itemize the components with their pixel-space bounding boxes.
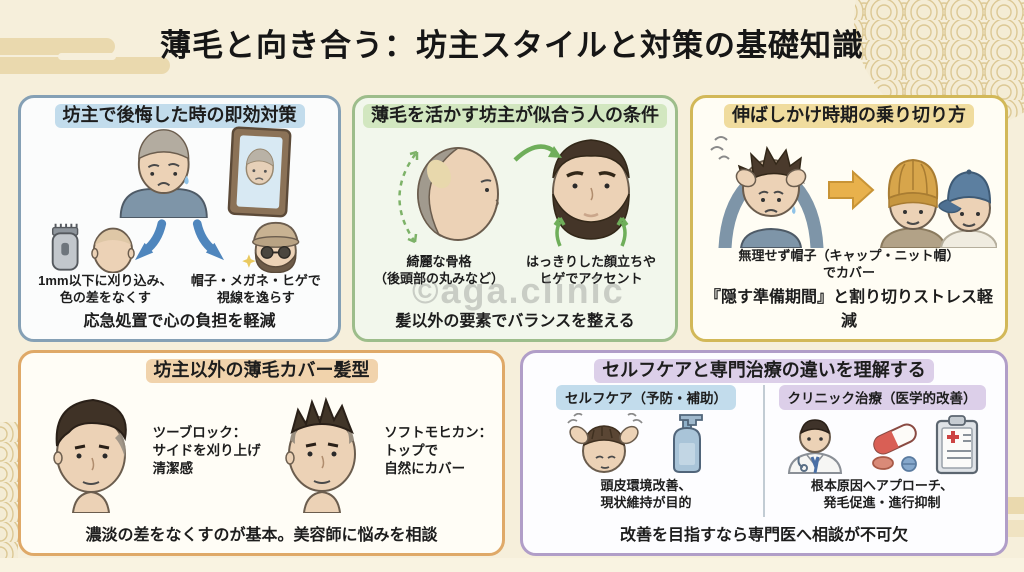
cap-man-illustration [938,169,997,248]
panel-growing-out-title: 伸ばしかけ時期の乗り切り方 [724,104,974,128]
cover-styles-caption-right: ソフトモヒカン： トップで 自然にカバー [384,424,493,476]
beanie-man-illustration [879,158,947,248]
suits-caption-right: はっきりした顔立ちや ヒゲでアクセント [525,253,656,286]
clinic-icons [787,414,979,474]
watermark: ©aga.clinic [412,270,625,311]
growing-out-caption: 無理せず帽子（キャップ・ニット帽） でカバー [738,247,960,280]
panel-quick-fix: 坊主で後悔した時の即効対策 [18,95,341,342]
shaved-head-icon [90,227,135,274]
quick-fix-caption-right: 帽子・メガネ・ヒゲで 視線を逸らす [190,273,321,306]
bottom-strip [0,558,1024,572]
self-care-caption: 頭皮環境改善、 現状維持が目的 [600,477,692,510]
suits-scene-illustration [398,139,630,247]
panel-cover-styles-title: 坊主以外の薄毛カバー髪型 [145,359,378,383]
panel-suits: 薄毛を活かす坊主が似合う人の条件 [352,95,678,342]
self-care-column: セルフケア（予防・補助） [531,381,761,521]
bald-crown-head-illustration [398,146,499,243]
bearded-man-illustration [513,139,630,247]
self-care-badge: セルフケア（予防・補助） [556,384,736,410]
two-block-head-illustration [53,399,127,514]
green-arrow [513,144,557,162]
quick-fix-summary: 応急処置で心の負担を軽減 [83,313,276,330]
panel-care-vs-clinic: セルフケアと専門治療の違いを理解する セルフケア（予防・補助） [520,350,1008,556]
mirror-illustration [227,126,291,218]
panel-quick-fix-title: 坊主で後悔した時の即効対策 [54,104,305,128]
stressed-man-illustration [710,135,824,248]
stress-squiggle-icon [710,135,730,160]
panel-care-vs-clinic-title: セルフケアと専門治療の違いを理解する [594,359,934,383]
panel-growing-out: 伸ばしかけ時期の乗り切り方 [690,95,1008,342]
tonic-bottle-icon [673,413,703,473]
quick-fix-icons [51,219,299,274]
clinic-column: クリニック治療（医学的改善） [767,381,997,521]
clipboard-icon [935,414,979,474]
self-care-icons [567,412,703,473]
yellow-arrow-icon [828,169,875,211]
page-title: 薄毛と向き合う：坊主スタイルと対策の基礎知識 [160,28,864,63]
mirror-scene-illustration [119,126,291,218]
panel-suits-title: 薄毛を活かす坊主が似合う人の条件 [363,104,667,128]
soft-mohawk-head-illustration [285,397,357,514]
scalp-massage-icon [567,412,643,473]
disguise-man-icon [241,221,299,273]
growing-out-scene-illustration [710,135,997,248]
column-divider [763,384,765,517]
arrow-down-right-icon [192,219,224,260]
pills-icon [872,423,917,472]
doctor-icon [787,419,843,474]
arrow-down-left-icon [134,219,166,260]
care-vs-clinic-summary: 改善を目指すなら専門医へ相談が不可欠 [619,527,908,544]
cover-styles-caption-left: ツーブロック： サイドを刈り上げ 清潔感 [152,424,261,476]
suits-caption-left: 綺麗な骨格 （後頭部の丸みなど） [373,253,504,286]
quick-fix-caption-left: 1mm以下に刈り込み、 色の差をなくす [38,273,173,306]
clinic-badge: クリニック治療（医学的改善） [778,384,986,410]
growing-out-summary: 『隠す準備期間』と割り切りストレス軽減 [704,289,993,330]
suits-summary: 髪以外の要素でバランスを整える [395,313,635,330]
green-dashed-arrow [398,151,418,243]
panel-cover-styles: 坊主以外の薄毛カバー髪型 ツーブロック： サイドを刈り上げ 清潔感 ソフトモヒカ… [18,350,505,556]
cover-styles-summary: 濃淡の差をなくすのが基本。美容師に悩みを相談 [85,527,438,544]
clipper-icon [51,223,79,271]
sparkle-icon [241,254,256,268]
worried-man-illustration [119,128,208,218]
seigaiha-pattern-bottom-left [0,422,18,572]
clinic-caption: 根本原因へアプローチ、 発毛促進・進行抑制 [810,477,954,510]
